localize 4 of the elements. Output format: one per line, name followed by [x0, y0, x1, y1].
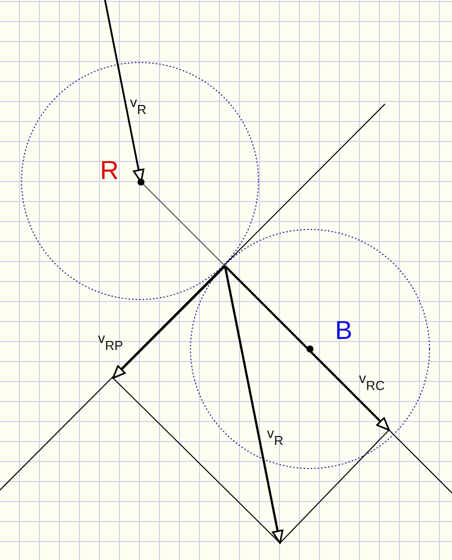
- ball-label: R: [100, 157, 119, 183]
- ball-label: B: [335, 317, 352, 343]
- ball-circle: [190, 229, 430, 469]
- ball-circle: [21, 62, 259, 300]
